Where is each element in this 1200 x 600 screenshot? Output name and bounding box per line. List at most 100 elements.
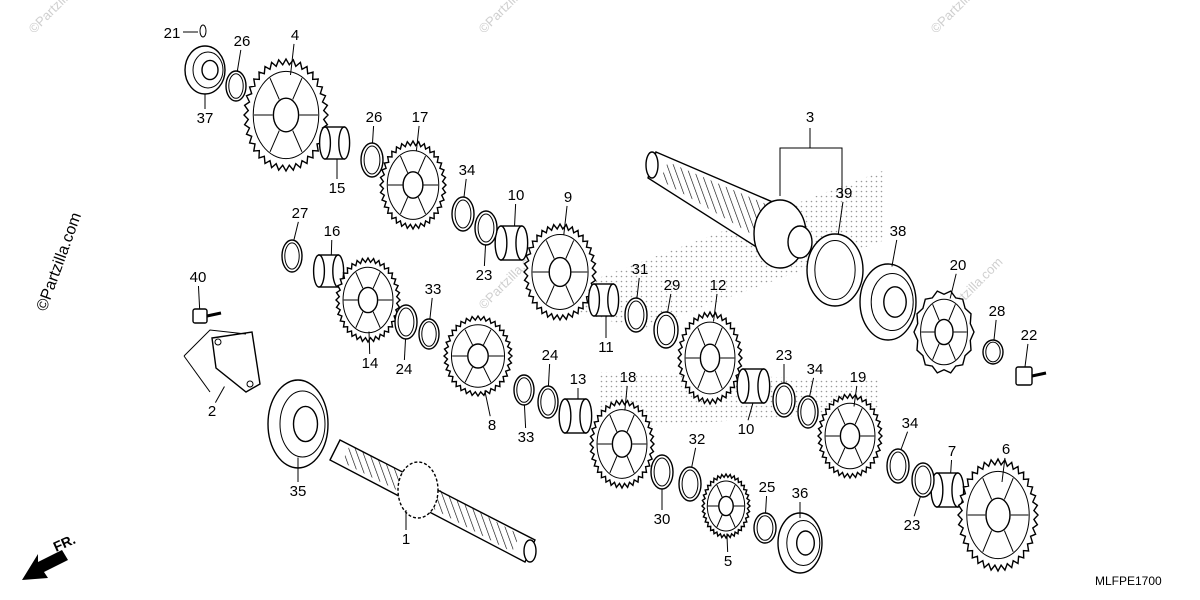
gear-web	[966, 470, 1030, 560]
ring-23	[911, 462, 935, 498]
callout-15: 15	[329, 180, 346, 197]
gear-web	[684, 321, 736, 395]
bushing-end	[515, 225, 529, 261]
callout-8: 8	[488, 417, 496, 434]
callout-28: 28	[989, 303, 1006, 320]
ring-outer	[225, 70, 247, 102]
ring-24	[537, 385, 559, 419]
bushing-end	[736, 368, 750, 404]
gear-web	[450, 324, 506, 388]
callout-5: 5	[724, 553, 732, 570]
callout-21: 21	[164, 25, 181, 42]
bracket-3-icon	[779, 147, 843, 198]
bearing-36	[777, 512, 823, 574]
callout-14: 14	[362, 355, 379, 372]
ring-outer	[281, 239, 303, 273]
gear-spoke	[854, 447, 863, 464]
callout-18: 18	[620, 369, 637, 386]
callout-24b: 24	[542, 347, 559, 364]
callout-32: 32	[689, 431, 706, 448]
mainshaft-1	[329, 439, 537, 563]
callout-4: 4	[291, 27, 299, 44]
leader-line	[765, 495, 768, 514]
gear-spoke	[565, 285, 575, 304]
gear-14	[335, 256, 401, 344]
gear-spoke	[729, 484, 736, 498]
callout-17: 17	[412, 109, 429, 126]
countershaft-3	[645, 151, 813, 269]
gear-spoke	[948, 343, 956, 360]
washer-inner	[756, 515, 774, 541]
leader-line	[415, 125, 420, 152]
gear-spoke	[464, 366, 474, 383]
callout-30: 30	[654, 511, 671, 528]
leader-line	[891, 239, 898, 267]
callout-10b: 10	[738, 421, 755, 438]
leader-line	[691, 447, 697, 468]
bracket-2-icon	[183, 329, 247, 357]
leader-line	[214, 386, 225, 403]
ring-outer	[797, 395, 819, 429]
gear-5	[701, 472, 751, 540]
shaft-splines-2	[432, 490, 520, 552]
gear-spoke	[464, 329, 474, 346]
ring-inner	[516, 377, 532, 403]
callout-29: 29	[664, 277, 681, 294]
bearing-race	[786, 520, 821, 566]
gear-spoke	[932, 304, 940, 321]
gear-spoke	[545, 240, 555, 259]
callout-19: 19	[850, 369, 867, 386]
washer-25	[753, 512, 777, 544]
leader-line	[900, 431, 909, 450]
gear-hub	[934, 318, 954, 346]
ring-inner	[681, 469, 699, 499]
leader-line	[747, 402, 754, 421]
ring-outer	[513, 374, 535, 406]
bushing-end	[757, 368, 771, 404]
callout-13: 13	[570, 371, 587, 388]
callout-23a: 23	[476, 267, 493, 284]
leader-line	[429, 297, 433, 320]
ring-inner	[889, 451, 907, 481]
leader-line	[726, 533, 729, 553]
callout-35: 35	[290, 483, 307, 500]
shaft-end	[523, 539, 537, 563]
leader-line	[837, 201, 844, 235]
gear-spoke	[932, 343, 940, 360]
callout-24a: 24	[396, 361, 413, 378]
ring-outer	[474, 210, 498, 246]
bearing-35	[267, 379, 329, 469]
ring-26	[225, 70, 247, 102]
bushing-end	[494, 225, 508, 261]
ring-inner	[397, 307, 415, 337]
gear-spoke	[982, 530, 993, 553]
plate-hole	[214, 338, 222, 346]
bushing-11	[587, 283, 620, 317]
gear-spoke	[355, 272, 364, 289]
callout-23b: 23	[776, 347, 793, 364]
gear-spoke	[1003, 530, 1014, 553]
gear-spoke	[355, 311, 364, 328]
bolt-shank	[206, 311, 222, 318]
gear-hub	[402, 171, 424, 199]
gear-hub	[699, 343, 721, 373]
callout-11: 11	[598, 339, 614, 356]
gear-hub	[467, 343, 489, 369]
shaft-hub-inner	[787, 225, 813, 259]
leader-line	[514, 203, 517, 227]
callout-26a: 26	[234, 33, 251, 50]
ring-outer	[418, 318, 440, 350]
gear-spoke	[372, 272, 381, 289]
ring-outer	[537, 385, 559, 419]
leader-line	[547, 363, 551, 387]
gear-hub	[985, 497, 1011, 533]
ring-inner	[228, 73, 244, 99]
ring-inner	[477, 213, 495, 243]
callout-39: 39	[836, 185, 853, 202]
callout-16: 16	[324, 223, 341, 240]
leader-line	[636, 277, 640, 299]
gear-hub	[839, 422, 861, 450]
ring-34	[886, 448, 910, 484]
washer-inner	[985, 341, 1001, 363]
gear-12	[677, 310, 743, 406]
